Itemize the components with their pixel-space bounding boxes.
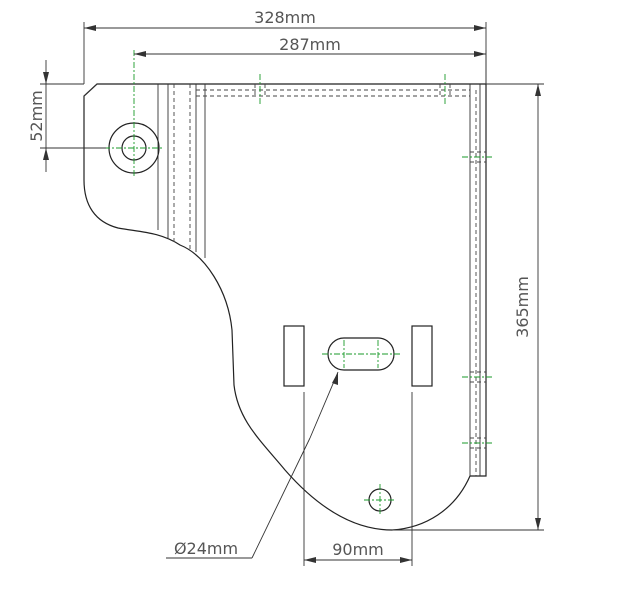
rect-slot-left (283, 325, 305, 387)
dim-text-hole-diameter: Ø24mm (174, 539, 238, 558)
leader-hole-diameter (166, 371, 339, 559)
dimension-overall-width (83, 22, 487, 84)
dim-text-overall-height: 365mm (513, 276, 532, 338)
dimension-slot-spacing (303, 392, 413, 566)
rect-slot-right (411, 325, 433, 387)
right-hole-1 (462, 151, 494, 163)
dim-text-overall-width: 328mm (254, 8, 316, 27)
dim-text-slot-spacing: 90mm (332, 540, 384, 559)
top-hole-right (439, 74, 451, 104)
dimension-overall-height (392, 83, 544, 531)
corner-chamfer-line (83, 83, 98, 97)
dimension-hole-offset (40, 60, 106, 172)
dim-text-hole-offset: 52mm (27, 90, 46, 142)
oblong-slot (322, 337, 400, 371)
bracket-outline (83, 83, 487, 531)
small-hole-bottom (364, 484, 396, 516)
pivot-hole (104, 50, 164, 176)
right-hole-3 (462, 437, 494, 449)
dim-text-inner-width: 287mm (279, 35, 341, 54)
dimension-inner-width (134, 50, 487, 84)
right-hole-2 (462, 371, 494, 383)
top-hole-left (254, 74, 266, 104)
